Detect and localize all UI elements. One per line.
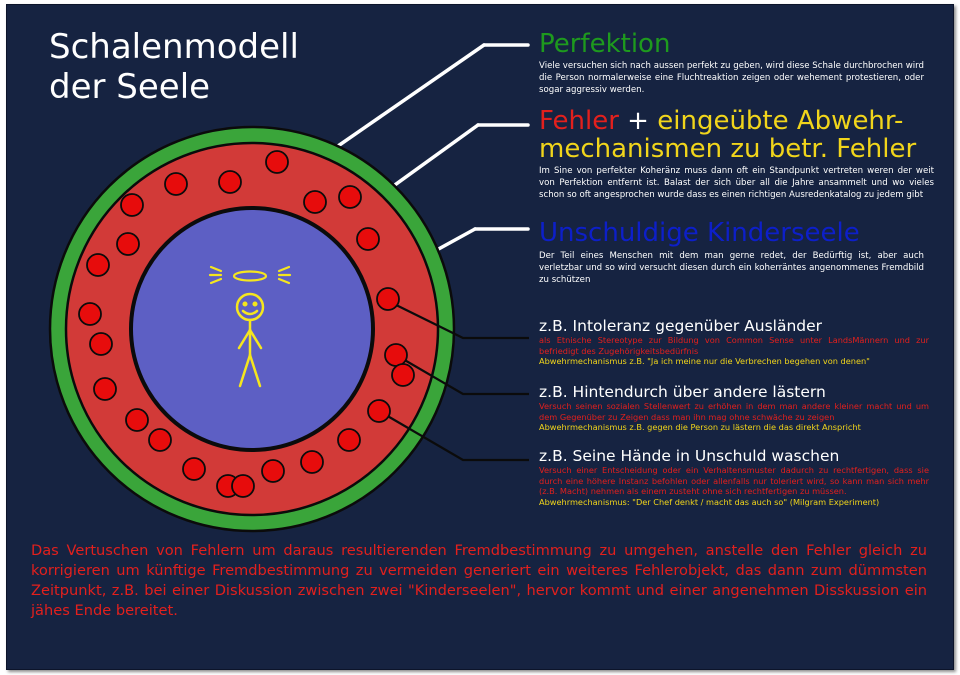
fehler-heading-red: Fehler [539,106,619,136]
example-2: z.B. Hintendurch über andere lästern Ver… [539,383,929,433]
error-dot [356,227,380,251]
shell-model-diagram [48,43,530,533]
error-dot [391,363,415,387]
fehler-heading: Fehler + eingeübte Abwehr- mechanismen z… [539,107,916,163]
perfektion-heading: Perfektion [539,29,671,59]
error-dot [300,450,324,474]
fehler-heading-yellow: eingeübte Abwehr- [657,106,904,136]
perfektion-description: Viele versuchen sich nach aussen perfekt… [539,61,924,95]
error-dot [303,190,327,214]
page-title: Schalenmodell der Seele [49,27,299,107]
fehler-heading-line2: mechanismen zu betr. Fehler [539,134,917,164]
error-dot [164,172,188,196]
angel-figure-icon [235,292,265,388]
error-dot [116,232,140,256]
error-dot [93,377,117,401]
example-3: z.B. Seine Hände in Unschuld waschen Ver… [539,447,929,508]
example-1: z.B. Intoleranz gegenüber Ausländer als … [539,317,929,367]
error-dot [367,399,391,423]
error-dot [338,185,362,209]
error-dot [384,343,408,367]
error-dot [218,170,242,194]
fehler-description: Im Sine von perfekter Koheränz muss dann… [539,166,934,200]
example-reason: als Etnische Stereotype zur Bildung von … [539,335,929,356]
example-defense: Abwehrmechanismus: "Der Chef denkt / mac… [539,496,880,507]
inner-circle-kinderseele [129,206,375,452]
error-dot [265,150,289,174]
error-dot [125,408,149,432]
summary-paragraph: Das Vertuschen von Fehlern um daraus res… [31,542,927,619]
halo-icon [208,265,292,285]
example-reason: Versuch einer Entscheidung oder ein Verh… [539,465,929,496]
example-defense: Abwehrmechanismus z.B. gegen die Person … [539,422,861,432]
error-dot [89,332,113,356]
error-dot [120,193,144,217]
error-dot [376,287,400,311]
connector-perfektion [336,43,486,148]
error-dot [78,302,102,326]
example-title: z.B. Intoleranz gegenüber Ausländer [539,317,823,335]
error-dot [231,474,255,498]
example-title: z.B. Hintendurch über andere lästern [539,383,826,401]
error-dot [86,253,110,277]
poster: Schalenmodell der Seele Perfektion Viele… [6,4,954,670]
example-title: z.B. Seine Hände in Unschuld waschen [539,447,840,465]
connector-example-1 [387,300,529,340]
kinderseele-description: Der Teil eines Menschen mit dem man gern… [539,251,924,285]
connector-example-3 [378,410,529,462]
error-dot [337,428,361,452]
kinderseele-heading: Unschuldige Kinderseele [539,218,860,248]
error-dot [261,459,285,483]
example-reason: Versuch seinen sozialen Stellenwert zu e… [539,401,929,422]
example-defense: Abwehrmechanismus z.B. "Ja ich meine nur… [539,356,870,366]
connector-example-2 [395,354,529,396]
error-dot [182,457,206,481]
error-dot [148,428,172,452]
fehler-heading-plus: + [618,106,658,136]
